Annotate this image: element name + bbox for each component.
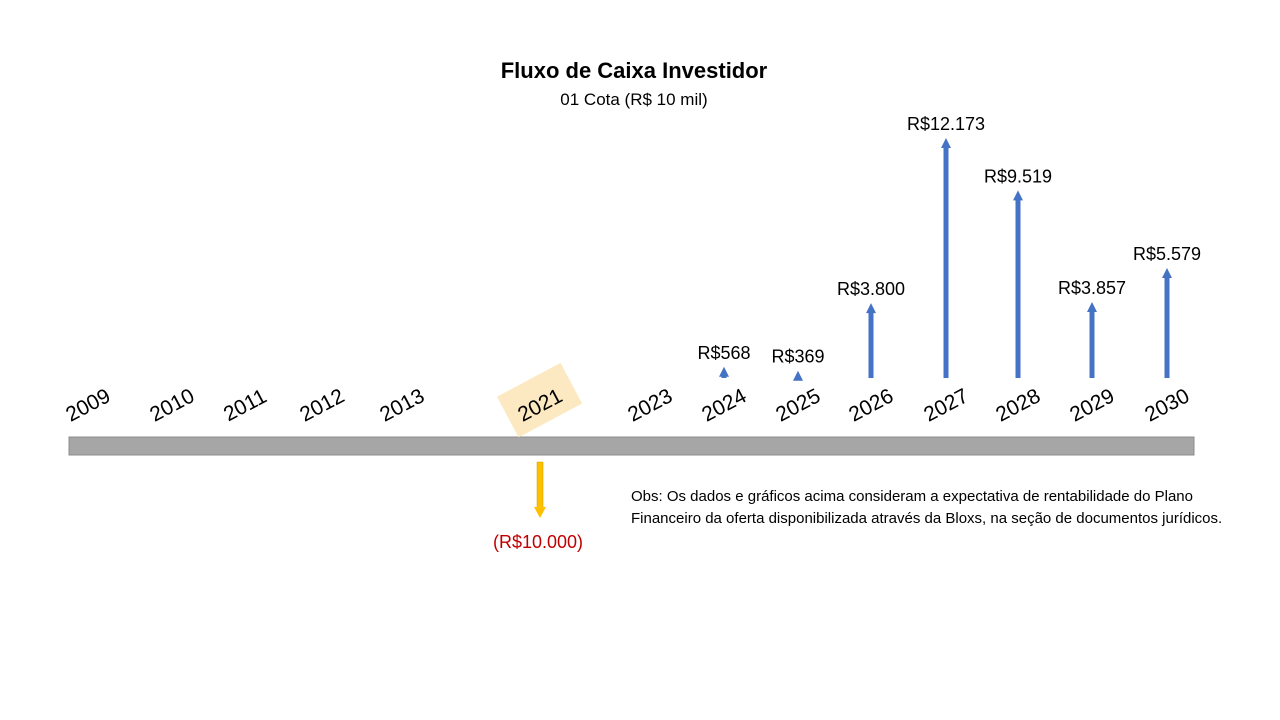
arrow-head — [866, 303, 876, 314]
value-label: R$369 — [771, 347, 824, 367]
arrow-head — [534, 507, 546, 518]
year-label: 2010 — [146, 384, 198, 426]
highlight-box — [496, 362, 583, 438]
value-label: R$5.579 — [1133, 244, 1201, 264]
value-label: R$3.857 — [1058, 278, 1126, 298]
value-label: (R$10.000) — [493, 532, 583, 552]
timeline-bar — [68, 436, 1195, 456]
value-label: R$568 — [697, 343, 750, 363]
year-label: 2013 — [376, 384, 428, 426]
year-label: 2011 — [220, 385, 271, 427]
arrow-head — [1013, 190, 1023, 201]
year-label: 2026 — [845, 384, 897, 426]
chart-subtitle: 01 Cota (R$ 10 mil) — [560, 90, 708, 109]
year-label: 2024 — [698, 384, 750, 426]
cash-outflow-bar — [536, 461, 544, 509]
cash-inflow-bar — [721, 375, 727, 378]
arrow-head — [793, 370, 803, 381]
cash-inflow-bar — [943, 147, 949, 378]
arrow-head — [1162, 268, 1172, 279]
value-label: R$3.800 — [837, 279, 905, 299]
year-label: 2012 — [296, 384, 348, 426]
value-label: R$12.173 — [907, 114, 985, 134]
year-label: 2025 — [772, 384, 824, 426]
highlight-box-fill — [496, 362, 583, 438]
year-label: 2029 — [1066, 384, 1118, 426]
cash-inflow-bar — [1089, 310, 1095, 378]
cash-inflow-bar — [1015, 199, 1021, 378]
year-label: 2023 — [624, 384, 676, 426]
arrow-head — [941, 138, 951, 148]
observation-note: Obs: Os dados e gráficos acima considera… — [631, 488, 1223, 527]
year-label: 2027 — [920, 384, 972, 426]
year-label: 2009 — [62, 384, 114, 426]
arrow-head — [1087, 301, 1097, 312]
chart-title: Fluxo de Caixa Investidor — [500, 58, 768, 83]
year-label: 2028 — [992, 384, 1044, 426]
value-label: R$9.519 — [984, 166, 1052, 186]
arrow-head — [719, 366, 729, 377]
year-label: 2030 — [1141, 384, 1193, 426]
cash-inflow-bar — [868, 312, 874, 378]
cash-inflow-bar — [1164, 277, 1170, 378]
